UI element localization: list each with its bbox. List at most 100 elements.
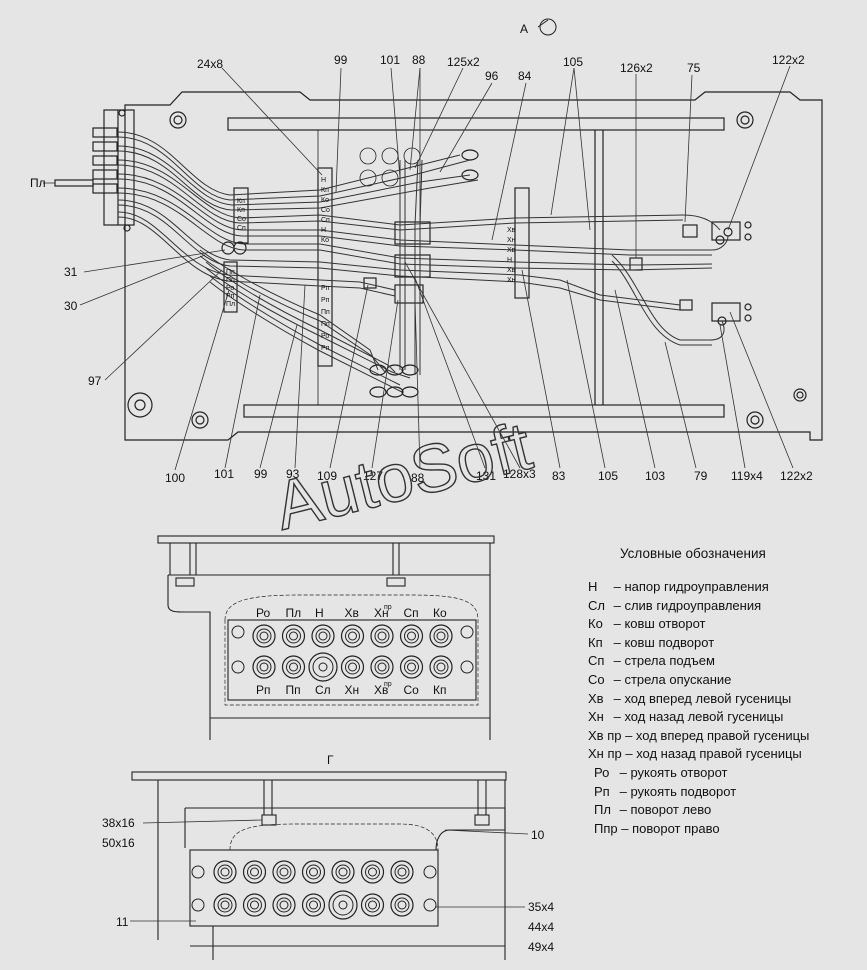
block-b-bottom-sup-4: пр [384, 681, 392, 688]
legend: Условные обозначения Н – напор гидроупра… [588, 546, 858, 839]
block-b-port-ring-1-4 [377, 662, 387, 672]
block-b-bottom-label-1: Пп [286, 683, 301, 697]
legend-code: Пл [594, 802, 611, 818]
block-g-port-ring-0-5 [365, 864, 380, 880]
legend-item: Со – стрела опускание [588, 672, 858, 691]
block-g-port-ring-1-4 [338, 900, 348, 910]
legend-item: Ко – ковш отворот [588, 616, 858, 635]
block-b-port-ring-0-1 [289, 631, 298, 641]
leader-lines [43, 65, 794, 471]
strip-left-label-1: Кп [237, 207, 245, 214]
right-fitting-upper [711, 221, 741, 241]
block-b-port-ring-1-6 [433, 659, 449, 675]
legend-text: – напор гидроуправления [610, 579, 769, 594]
view-g-label: Г [327, 753, 334, 767]
legend-text: – стрела подъем [610, 653, 715, 669]
block-b-bolt-0 [231, 625, 245, 639]
legend-text: – ход вперед правой гусеницы [621, 727, 810, 743]
block-b-port-ring-0-2 [318, 631, 328, 641]
block-b-port-ring-0-0 [259, 631, 269, 641]
block-b-bottom-label-6: Кп [433, 683, 447, 697]
block-b-port-0-4 [370, 624, 394, 648]
block-g-port-ring-1-2 [276, 897, 292, 913]
callout-left-0: Пл [30, 176, 46, 190]
block-b-top-label-3: Хв [345, 606, 359, 620]
block-g-port-ring-1-1 [250, 900, 259, 910]
strip-bottom-label-0: Рп [321, 285, 330, 292]
block-g-port-ring-1-6 [397, 900, 407, 910]
block-g-port-0-1 [242, 860, 267, 884]
legend-code: Рп [594, 783, 610, 799]
block-g-port-ring-0-2 [279, 867, 289, 877]
legend-text: – поворот право [617, 820, 720, 836]
strip-mid [317, 167, 333, 367]
legend-text: – ход назад левой гусеницы [610, 709, 784, 725]
block-b-port-1-3 [340, 655, 365, 679]
callout-bottom-11: 103 [645, 469, 665, 483]
hole-pattern [359, 147, 421, 187]
block-b-bottom-label-5: Со [404, 683, 420, 697]
block-b-port-ring-0-3 [348, 631, 357, 641]
block-g-port-ring-1-3 [309, 900, 318, 910]
strip-left [233, 187, 249, 244]
block-b-port-ring-1-3 [345, 659, 360, 675]
block-g-port-ring-0-4 [338, 867, 348, 877]
block-g-port-ring-1-4 [332, 894, 354, 916]
hose-bundle [117, 131, 729, 393]
block-b-port-0-1 [281, 624, 306, 648]
callout-top-7: 105 [563, 55, 583, 69]
legend-item: Ппр – поворот право [594, 821, 858, 840]
block-b-view [157, 535, 495, 740]
block-b-port-ring-1-2 [312, 656, 334, 678]
legend-code: Хв пр [588, 727, 622, 743]
strip-lower-label-1: Пп [226, 277, 235, 284]
callout-bottom-2: 99 [254, 467, 268, 481]
callout-49x4: 49x4 [528, 940, 554, 954]
block-g-port-ring-0-6 [394, 864, 410, 880]
block-b-port-ring-0-5 [404, 628, 419, 644]
legend-text: – ход вперед левой гусеницы [610, 690, 792, 706]
legend-item: Хв – ход вперед левой гусеницы [588, 691, 858, 710]
legend-item: Сп – стрела подъем [588, 653, 858, 672]
callout-11: 11 [116, 915, 129, 929]
block-b-port-ring-0-1 [286, 628, 301, 644]
block-b-port-ring-1-0 [259, 662, 269, 672]
block-g-port-0-5 [360, 860, 385, 884]
strip-right-label-2: Хв [507, 247, 516, 254]
callout-top-6: 84 [518, 69, 532, 83]
block-b-port-1-4 [370, 655, 394, 679]
callout-bottom-4: 109 [317, 469, 337, 483]
block-g-port-ring-1-3 [306, 897, 321, 913]
block-b-port-ring-0-2 [315, 628, 331, 644]
callout-top-3: 88 [412, 53, 426, 67]
block-b-bottom-label-4: Хв [374, 683, 388, 697]
legend-item: Кп – ковш подворот [588, 635, 858, 654]
block-g-port-ring-0-0 [220, 867, 230, 877]
block-b-port-ring-0-3 [345, 628, 360, 644]
strip-bottom-label-1: Рп [321, 297, 330, 304]
block-g-port-1-1 [242, 893, 267, 917]
legend-code: Ппр [594, 820, 618, 836]
legend-code: Со [588, 671, 605, 687]
block-b-port-0-5 [399, 624, 424, 648]
block-g-port-ring-0-2 [276, 864, 292, 880]
strip-mid-label-5: Н [321, 227, 326, 234]
block-g-port-ring-1-5 [365, 897, 380, 913]
block-g-port-ring-0-4 [335, 864, 351, 880]
block-g-port-ring-0-5 [368, 867, 377, 877]
legend-item: Н – напор гидроуправления [588, 579, 858, 598]
legend-code: Хн пр [588, 746, 622, 762]
legend-item: Хв пр – ход вперед правой гусеницы [588, 728, 858, 747]
frame-rail-bottom [243, 404, 725, 418]
callout-bottom-9: 83 [552, 469, 566, 483]
left-connector-block [54, 109, 135, 232]
block-g-port-1-3 [301, 893, 326, 917]
strip-right-label-3: Н [507, 257, 512, 264]
block-g-port-ring-0-1 [247, 864, 262, 880]
legend-code: Кп [588, 634, 603, 650]
strip-lower-label-2: Ро [226, 285, 234, 292]
legend-item: Хн – ход назад левой гусеницы [588, 709, 858, 728]
block-b-top-label-1: Пл [286, 606, 302, 620]
